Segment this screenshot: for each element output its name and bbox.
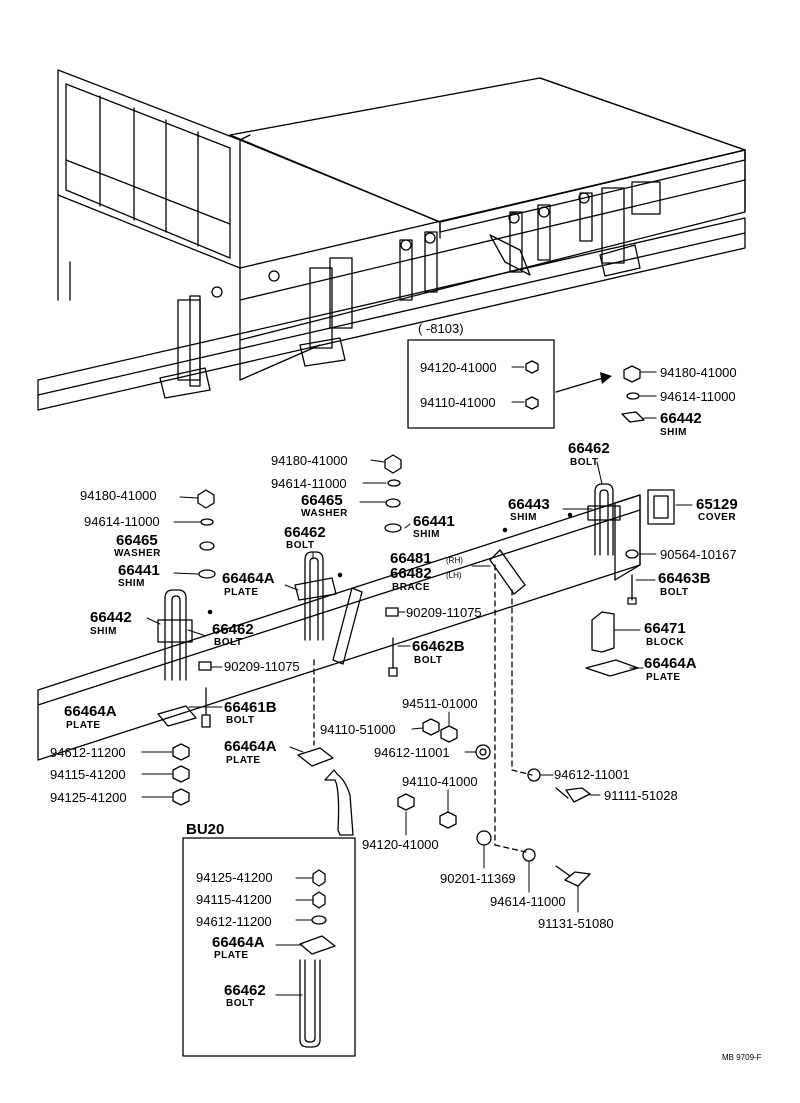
label-66481-side: (RH) [446, 556, 463, 565]
label-66463b: 66463B [658, 570, 711, 587]
label-66441-top-sub: SHIM [413, 529, 440, 540]
label-66462b-sub: BOLT [414, 655, 442, 666]
label-66481: 66481 [390, 550, 432, 567]
leader-lines [141, 366, 693, 996]
label-66465-left: 66465 [116, 532, 158, 549]
label-94612-11001-b: 94612-11001 [554, 767, 630, 782]
label-66465-left-sub: WASHER [114, 548, 161, 559]
label-66462-left: 66462 [212, 621, 254, 638]
label-bu-94612: 94612-11200 [196, 914, 272, 929]
label-94614-top: 94614-11000 [271, 476, 347, 491]
label-94110-41000-mid: 94110-41000 [402, 774, 478, 789]
inset-box-8103 [407, 339, 555, 429]
label-91111: 91111-51028 [604, 788, 678, 803]
label-90209-mid: 90209-11075 [406, 605, 482, 620]
label-66462b: 66462B [412, 638, 465, 655]
label-94110-51000: 94110-51000 [320, 722, 396, 737]
label-65129: 65129 [696, 496, 738, 513]
label-66462-mid: 66462 [284, 524, 326, 541]
label-bu-66462-sub: BOLT [226, 998, 254, 1009]
label-94614-left: 94614-11000 [84, 514, 160, 529]
u-bolt-right [594, 483, 614, 556]
label-66441-left-sub: SHIM [118, 578, 145, 589]
label-66462-right-sub: BOLT [570, 457, 598, 468]
label-66471-sub: BLOCK [646, 637, 684, 648]
label-94120-low: 94120-41000 [362, 837, 439, 852]
label-66464a-right-sub: PLATE [646, 672, 681, 683]
label-66464a-bottom: 66464A [224, 738, 277, 755]
labels: ( -8103) 94120-41000 94110-41000 94180-4… [50, 321, 762, 1062]
frame-rail-exploded [37, 494, 641, 761]
bracket-label: ( -8103) [418, 321, 464, 336]
label-66465-top: 66465 [301, 492, 343, 509]
label-bu-66464a: 66464A [212, 934, 265, 951]
label-66461b-sub: BOLT [226, 715, 254, 726]
label-94511: 94511-01000 [402, 696, 478, 711]
truck-body-illustration [37, 69, 746, 411]
bu20-title: BU20 [186, 821, 224, 838]
label-91131: 91131-51080 [538, 916, 614, 931]
label-94180-top: 94180-41000 [271, 453, 348, 468]
alignment-lines [313, 564, 533, 853]
label-66462-left-sub: BOLT [214, 637, 242, 648]
label-66442-left: 66442 [90, 609, 132, 626]
label-66482: 66482 [390, 565, 432, 582]
label-66464a-bottom-sub: PLATE [226, 755, 261, 766]
label-66443-sub: SHIM [510, 512, 537, 523]
label-66464a-mid: 66464A [222, 570, 275, 587]
cover-65129 [647, 489, 675, 525]
label-94612-left: 94612-11200 [50, 745, 126, 760]
label-94614-low: 94614-11000 [490, 894, 566, 909]
brace-66481 [489, 549, 526, 595]
label-66441-top: 66441 [413, 513, 455, 530]
label-bu-94115: 94115-41200 [196, 892, 272, 907]
label-90564: 90564-10167 [660, 547, 737, 562]
label-bu-66462: 66462 [224, 982, 266, 999]
label-out-94180: 94180-41000 [660, 365, 737, 380]
label-box-94110: 94110-41000 [420, 395, 496, 410]
label-66441-left: 66441 [118, 562, 160, 579]
label-bu-66464a-sub: PLATE [214, 950, 249, 961]
label-66464a-right: 66464A [644, 655, 697, 672]
label-out-66442-sub: SHIM [660, 427, 687, 438]
figure-code: MB 9709-F [722, 1053, 762, 1062]
label-66461b: 66461B [224, 699, 277, 716]
u-bolt-left [164, 589, 187, 681]
label-66464a-low-sub: PLATE [66, 720, 101, 731]
label-66482-sub: BRACE [392, 582, 430, 593]
label-94125-left: 94125-41200 [50, 790, 127, 805]
label-90209-left: 90209-11075 [224, 659, 300, 674]
label-66443: 66443 [508, 496, 550, 513]
label-66442-left-sub: SHIM [90, 626, 117, 637]
label-90201: 90201-11369 [440, 871, 516, 886]
label-66463b-sub: BOLT [660, 587, 688, 598]
label-66471: 66471 [644, 620, 686, 637]
label-66465-top-sub: WASHER [301, 508, 348, 519]
label-66462-mid-sub: BOLT [286, 540, 314, 551]
brace-plate [332, 587, 363, 665]
label-94612-11001-a: 94612-11001 [374, 745, 450, 760]
bu20-arrow [324, 769, 354, 836]
label-out-94614: 94614-11000 [660, 389, 736, 404]
label-66482-side: (LH) [446, 571, 462, 580]
plate-66464a-low [157, 705, 197, 727]
label-66464a-mid-sub: PLATE [224, 587, 259, 598]
label-box-94120: 94120-41000 [420, 360, 497, 375]
label-94115-left: 94115-41200 [50, 767, 126, 782]
label-bu-94125: 94125-41200 [196, 870, 273, 885]
label-66464a-low: 66464A [64, 703, 117, 720]
label-out-66442: 66442 [660, 410, 702, 427]
plate-66464a-bottom [297, 747, 334, 767]
u-bolt-center [304, 551, 324, 641]
bu20-box [182, 837, 356, 1057]
label-94180-left: 94180-41000 [80, 488, 157, 503]
label-66462-right: 66462 [568, 440, 610, 457]
label-65129-sub: COVER [698, 512, 736, 523]
nut-94180-top [384, 454, 402, 474]
block-66471 [591, 611, 615, 653]
